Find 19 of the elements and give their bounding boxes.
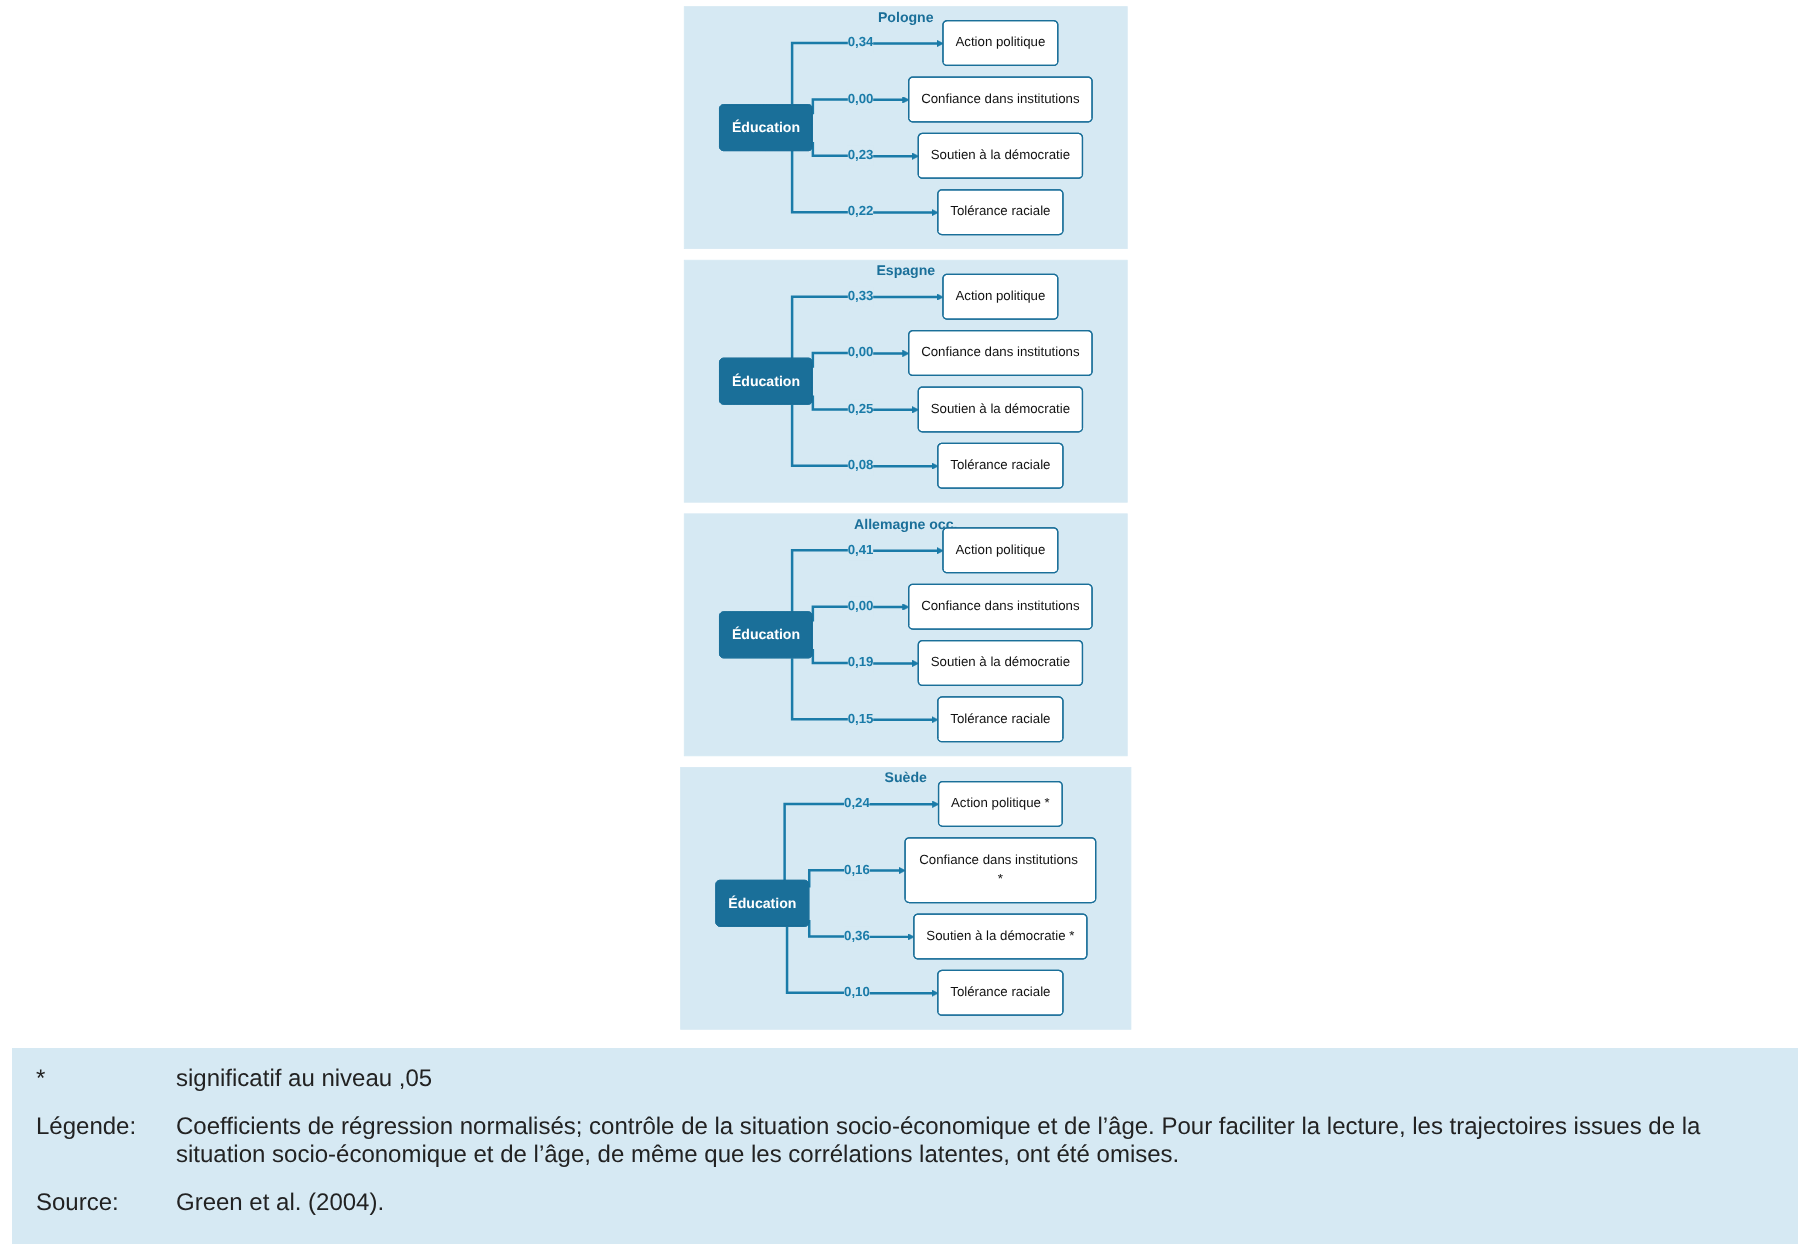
arrow <box>807 866 906 888</box>
arrow <box>790 151 938 217</box>
arrow <box>790 293 943 359</box>
arrow <box>810 649 919 668</box>
arrow <box>790 658 938 724</box>
arrow <box>782 800 939 881</box>
footnote-mark: * <box>36 1064 48 1096</box>
arrow <box>810 141 919 160</box>
arrow <box>790 404 938 470</box>
footnote-text: significatif au niveau ,05 <box>176 1064 435 1096</box>
source-text: Green et al. (2004). <box>176 1188 387 1220</box>
arrow <box>785 926 938 997</box>
arrow <box>807 920 914 941</box>
legend-text: Coefficients de régression normalisés; contrôle de la situation socio-économique et de l’âge. Pour faciliter la lecture, les trajectoires issues de la situation socio-économique et de l’âge, de même que les corrélations latentes, ont été omises. <box>176 1112 1703 1172</box>
source-heading: Source: <box>36 1188 121 1220</box>
arrow <box>810 395 919 414</box>
arrow <box>790 547 943 613</box>
legend-heading: Légende: <box>36 1112 139 1144</box>
arrow <box>790 39 943 106</box>
